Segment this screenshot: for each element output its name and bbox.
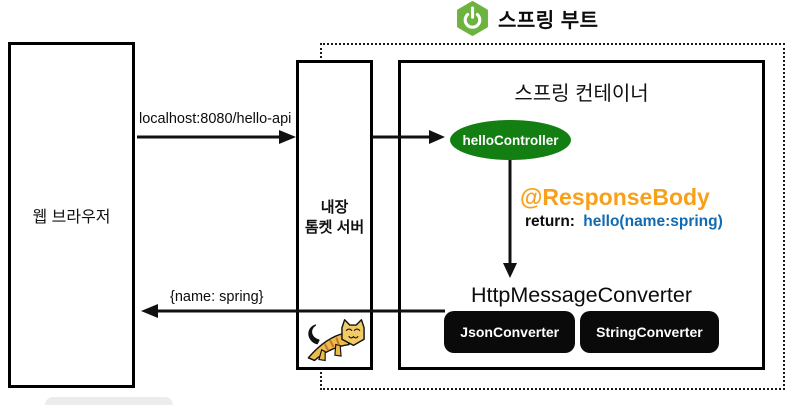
tomcat-server-box: 내장 톰켓 서버: [296, 60, 373, 370]
spring-boot-title: 스프링 부트: [498, 10, 599, 32]
spring-container-box: 스프링 컨테이너 helloController @ResponseBody r…: [398, 60, 765, 370]
return-value: hello(name:spring): [583, 213, 723, 230]
web-browser-label: 웹 브라우저: [32, 209, 111, 226]
request-arrow: [137, 130, 296, 144]
converter-row: JsonConverter StringConverter: [401, 311, 762, 353]
response-body-annotation: @ResponseBody: [520, 184, 710, 210]
json-converter-badge: JsonConverter: [444, 311, 576, 353]
hello-controller-label: helloController: [462, 132, 559, 148]
http-message-converter-title: HttpMessageConverter: [470, 283, 693, 307]
tomcat-cat-icon: [307, 319, 365, 362]
hello-controller-node: helloController: [450, 120, 571, 160]
return-keyword: return:: [525, 213, 575, 230]
request-url-label: localhost:8080/hello-api: [139, 111, 292, 127]
spring-boot-logo-group: 스프링 부트: [455, 1, 599, 36]
spring-container-title: 스프링 컨테이너: [514, 83, 649, 105]
return-statement: return: hello(name:spring): [525, 213, 723, 231]
tomcat-server-label: 내장 톰켓 서버: [304, 199, 365, 237]
web-browser-box: 웹 브라우저: [8, 42, 135, 388]
string-converter-badge: StringConverter: [580, 311, 719, 353]
spring-boot-icon: [457, 1, 488, 36]
response-json-label: {name: spring}: [170, 289, 264, 305]
bottom-partial-pill: [45, 397, 173, 405]
